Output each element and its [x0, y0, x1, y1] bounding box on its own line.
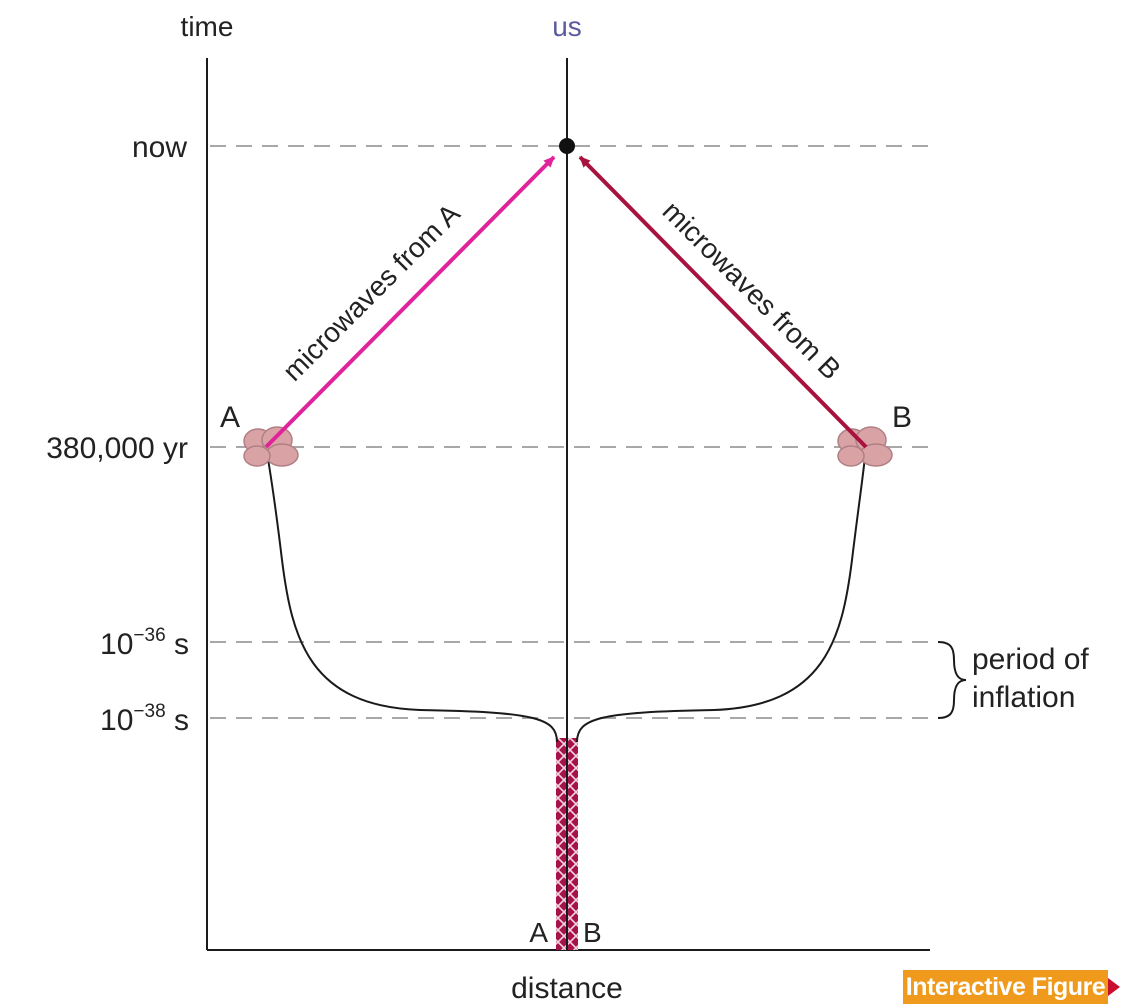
time-1e-38s-exponent: −38: [133, 701, 165, 722]
worldline-b: [577, 447, 866, 742]
ray-a-arrow: [266, 157, 554, 447]
distance-axis-label: distance: [511, 972, 623, 1004]
point-a-bottom-label: A: [529, 917, 548, 948]
interactive-figure-button[interactable]: Interactive Figure: [903, 970, 1108, 1004]
period-of-inflation-line1: period of: [972, 643, 1089, 676]
time-1e-36s-label: 10−36 s: [100, 625, 189, 661]
period-of-inflation-line2: inflation: [972, 681, 1075, 714]
time-1e-38s-label: 10−38 s: [100, 701, 189, 737]
region-a-blob: [244, 427, 298, 466]
time-380000yr-label: 380,000 yr: [46, 432, 188, 465]
ray-a-label: microwaves from A: [277, 197, 466, 386]
inflation-brace: [938, 642, 966, 718]
time-1e-38s-unit: s: [166, 704, 189, 737]
time-1e-36s-exponent: −36: [133, 625, 165, 646]
time-1e-36s-base: 10: [100, 628, 133, 661]
now-point: [559, 138, 575, 154]
point-a-label: A: [220, 401, 240, 434]
time-now-label: now: [132, 131, 187, 164]
ray-b-arrow: [580, 157, 866, 447]
worldline-a: [266, 447, 557, 742]
time-1e-36s-unit: s: [166, 628, 189, 661]
point-b-label: B: [892, 401, 912, 434]
red-triangle-arrow-icon[interactable]: [1108, 978, 1120, 996]
point-b-bottom-label: B: [583, 917, 602, 948]
ray-b-label: microwaves from B: [657, 195, 847, 385]
us-label: us: [552, 11, 582, 42]
time-axis-label: time: [181, 11, 234, 42]
time-1e-38s-base: 10: [100, 704, 133, 737]
